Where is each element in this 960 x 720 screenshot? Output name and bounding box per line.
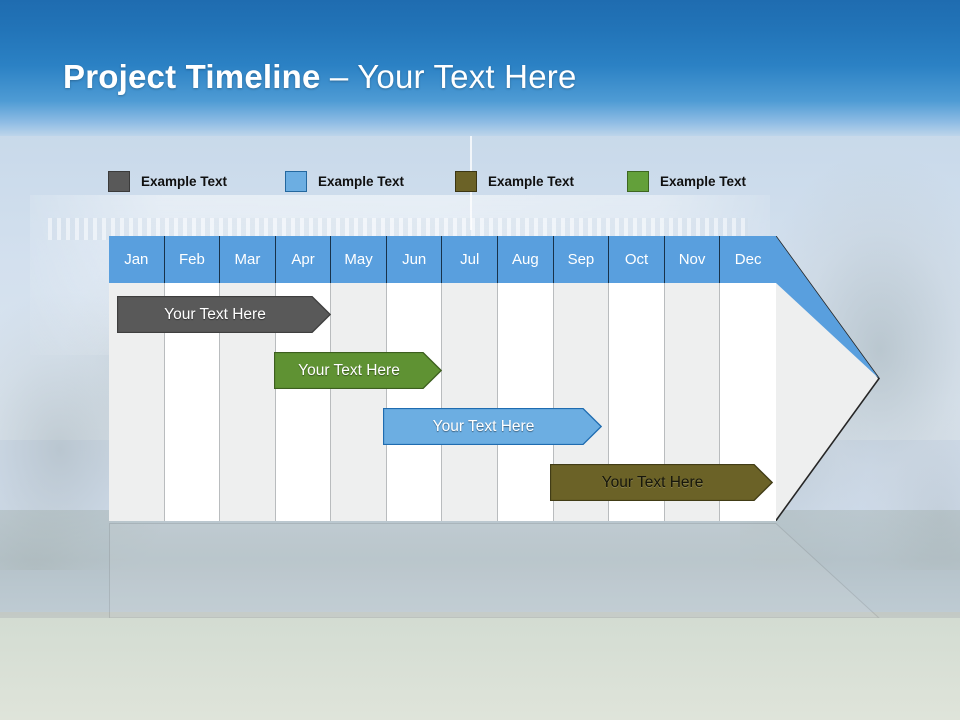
page-title-rest: – Your Text Here	[320, 58, 577, 95]
month-header-aug[interactable]: Aug	[498, 236, 554, 283]
task-bar-arrow-shape	[274, 352, 442, 389]
legend-swatch-icon	[285, 170, 307, 192]
task-bar-arrow-shape	[117, 296, 331, 333]
task-bar-3[interactable]: Your Text Here	[383, 408, 602, 445]
background-balustrade	[48, 218, 748, 240]
task-bar-shape	[383, 408, 602, 445]
legend-item-label: Example Text	[660, 173, 747, 189]
month-header-mar[interactable]: Mar	[220, 236, 276, 283]
month-header-nov[interactable]: Nov	[664, 236, 721, 283]
month-header-feb[interactable]: Feb	[164, 236, 221, 283]
task-bar-4[interactable]: Your Text Here	[550, 464, 773, 501]
month-header-sep[interactable]: Sep	[553, 236, 610, 283]
month-header-apr[interactable]: Apr	[275, 236, 332, 283]
task-bar-arrow-shape	[550, 464, 773, 501]
task-bar-shape	[117, 296, 331, 333]
month-header-oct[interactable]: Oct	[609, 236, 665, 283]
background-lawn-edge	[0, 612, 960, 620]
legend-item-3[interactable]: Example Text	[455, 168, 574, 194]
grid-column-jul	[442, 236, 499, 521]
title-band	[0, 0, 960, 136]
task-bar-1[interactable]: Your Text Here	[117, 296, 331, 333]
grid-column-aug	[498, 236, 554, 521]
task-bar-arrow-shape	[383, 408, 602, 445]
page-title-strong: Project Timeline	[63, 58, 321, 95]
month-header-jul[interactable]: Jul	[442, 236, 499, 283]
grid-column-feb	[164, 236, 221, 521]
task-bar-shape	[550, 464, 773, 501]
legend-item-1[interactable]: Example Text	[108, 168, 227, 194]
legend: Example Text Example Text Example Text Exam…	[108, 168, 828, 196]
legend-item-label: Example Text	[318, 173, 405, 189]
month-header-dec[interactable]: Dec	[720, 236, 776, 283]
task-bar-shape	[274, 352, 442, 389]
legend-swatch-icon	[627, 170, 649, 192]
month-header-may[interactable]: May	[331, 236, 387, 283]
background-flagpole	[470, 110, 472, 230]
background-hedge	[0, 510, 960, 620]
legend-item-label: Example Text	[488, 173, 575, 189]
grid-column-jan	[109, 236, 165, 521]
grid-column-mar	[220, 236, 276, 521]
legend-item-4[interactable]: Example Text	[627, 168, 746, 194]
legend-item-2[interactable]: Example Text	[285, 168, 404, 194]
month-header-jun[interactable]: Jun	[386, 236, 443, 283]
background-lawn	[0, 618, 960, 720]
task-bar-2[interactable]: Your Text Here	[274, 352, 442, 389]
legend-swatch-icon	[455, 170, 477, 192]
page-title: Project Timeline – Your Text Here	[63, 58, 577, 96]
legend-item-label: Example Text	[141, 173, 228, 189]
legend-swatch-icon	[108, 170, 130, 192]
month-header-jan[interactable]: Jan	[109, 236, 165, 283]
